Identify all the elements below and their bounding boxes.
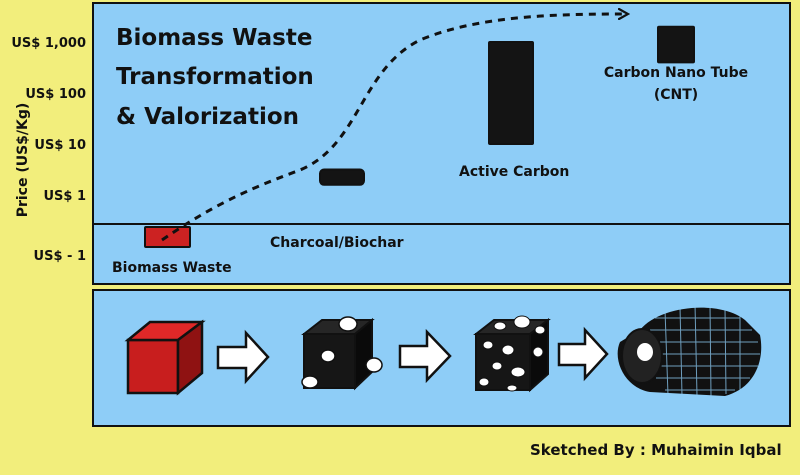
y-tick-label: US$ 1 <box>43 189 86 204</box>
title-line-2: Transformation <box>116 64 314 90</box>
y-tick-label: US$ 10 <box>34 138 86 153</box>
y-tick-label: US$ 1,000 <box>11 36 86 51</box>
y-axis-title: Price (US$/Kg) <box>15 103 31 218</box>
carbon-nanotube-icon <box>617 303 762 397</box>
trend-arrow <box>161 14 627 242</box>
right-arrow-icon <box>398 328 452 384</box>
category-labels: Biomass Waste Charcoal/Biochar Active Carb… <box>112 65 748 276</box>
activated-carbon-cube-icon <box>473 315 551 393</box>
title-line-1: Biomass Waste <box>116 25 312 51</box>
red-cube-icon <box>124 319 206 396</box>
category-label: Active Carbon <box>459 164 569 180</box>
bar-carbon-nano-tube-cnt <box>657 25 695 64</box>
category-label: Charcoal/Biochar <box>270 235 404 251</box>
category-label: Carbon Nano Tube <box>604 65 748 81</box>
bar-active-carbon <box>488 41 534 145</box>
right-arrow-icon <box>216 329 270 385</box>
right-arrow-icon <box>557 326 609 382</box>
negative-price-region <box>92 223 791 285</box>
y-tick-label: US$ - 1 <box>34 249 86 264</box>
category-label: (CNT) <box>654 87 698 103</box>
category-label: Biomass Waste <box>112 260 232 276</box>
author-credit: Sketched By : Muhaimin Iqbal <box>530 441 782 459</box>
bars <box>144 25 695 248</box>
charcoal-cube-icon <box>301 316 383 391</box>
y-tick-label: US$ 100 <box>25 87 86 102</box>
chart-title: Biomass Waste Transformation & Valorizat… <box>116 25 314 130</box>
title-line-3: & Valorization <box>116 104 299 130</box>
bar-charcoal-biochar <box>319 168 365 186</box>
